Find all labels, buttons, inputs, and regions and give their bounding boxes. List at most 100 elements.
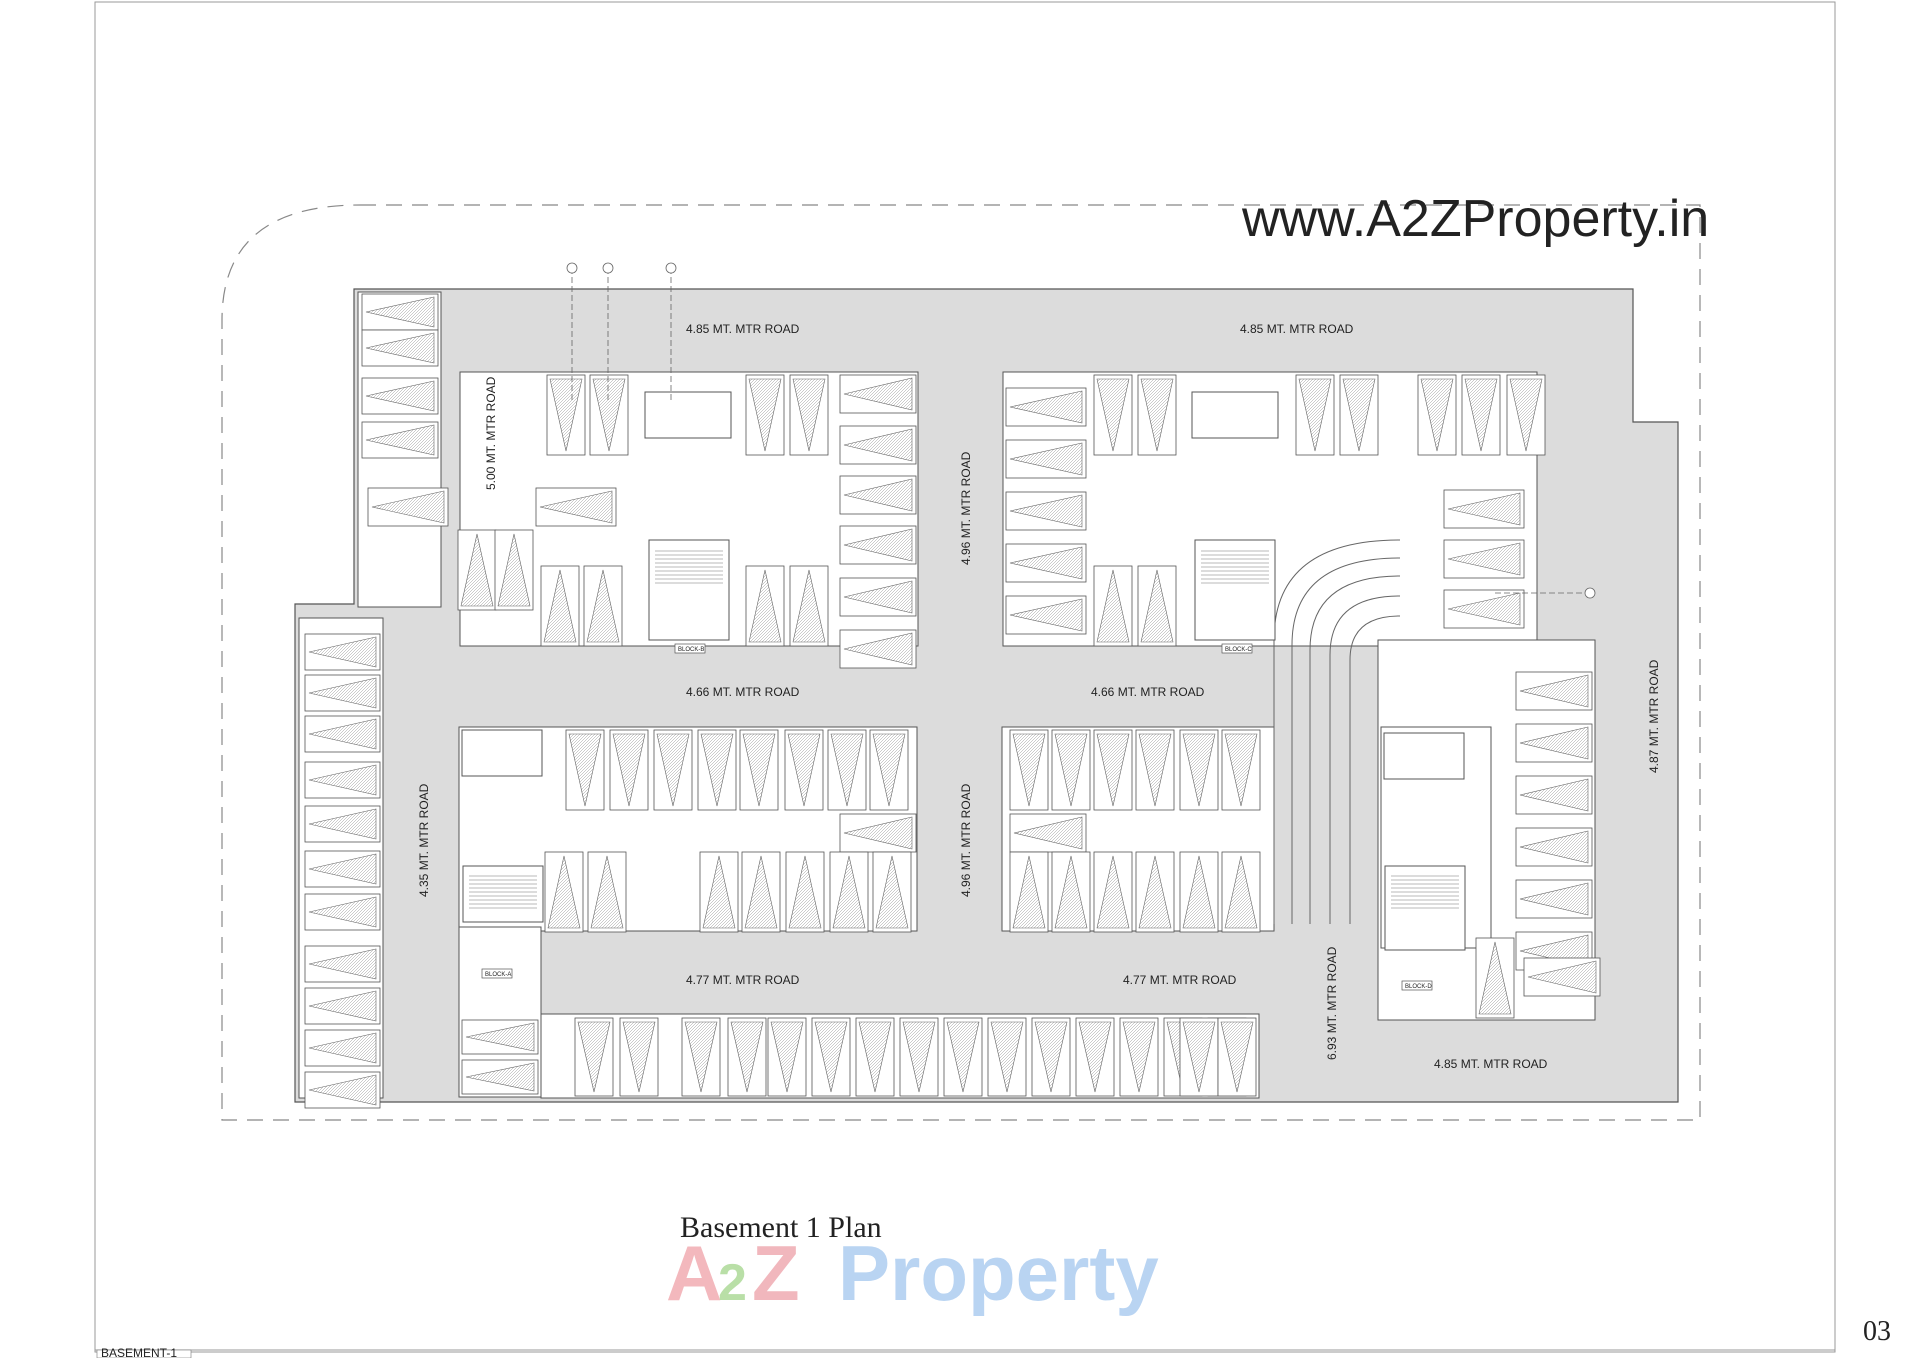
- stall-marking: [656, 733, 690, 807]
- stall-marking: [543, 569, 577, 643]
- stall-marking: [1420, 378, 1454, 452]
- stall-marking: [308, 1074, 377, 1106]
- stall-marking: [308, 853, 377, 885]
- stall-marking: [787, 733, 821, 807]
- stall-marking: [788, 855, 822, 929]
- road-label-bottom-left: 4.77 MT. MTR ROAD: [686, 973, 800, 987]
- site-boundary: [221, 204, 1701, 1121]
- stall-marking: [547, 855, 581, 929]
- stall-marking: [308, 990, 377, 1022]
- stall-marking: [1447, 542, 1521, 576]
- stall-marking: [612, 733, 646, 807]
- stall-marking: [465, 1062, 535, 1092]
- stall-marking: [770, 1021, 804, 1093]
- stall-marking: [1054, 855, 1088, 929]
- svg-text:BLOCK-D: BLOCK-D: [1405, 984, 1432, 990]
- stall-marking: [1182, 855, 1216, 929]
- stall-marking: [308, 677, 377, 709]
- stall-marking: [308, 1032, 377, 1064]
- stall-marking: [792, 378, 826, 452]
- svg-text:BLOCK-A: BLOCK-A: [485, 972, 511, 978]
- stall-marking: [308, 718, 377, 750]
- road-label-far-left-vertical: 4.35 MT. MTR ROAD: [417, 783, 431, 897]
- stall-marking: [792, 569, 826, 643]
- stall-marking: [1140, 378, 1174, 452]
- stairs: [469, 550, 1459, 909]
- block-tag-d: BLOCK-D: [1401, 980, 1433, 991]
- cores: [461, 391, 1466, 951]
- stall-marking: [1009, 494, 1083, 528]
- stall-marking: [539, 490, 613, 524]
- stall-marking: [1447, 492, 1521, 526]
- road-label-middle-left: 4.66 MT. MTR ROAD: [686, 685, 800, 699]
- stall-marking: [1096, 855, 1130, 929]
- stall-marking: [872, 733, 906, 807]
- stall-marking: [308, 636, 377, 668]
- stall-marking: [1078, 1021, 1112, 1093]
- stall-marking: [1096, 733, 1130, 807]
- stall-marking: [1122, 1021, 1156, 1093]
- stall-marking: [1012, 733, 1046, 807]
- stall-marking: [371, 490, 445, 524]
- stall-marking: [843, 377, 913, 411]
- stall-marking: [1519, 726, 1589, 760]
- stall-marking: [568, 733, 602, 807]
- stall-marking: [1182, 733, 1216, 807]
- stall-marking: [748, 569, 782, 643]
- stall-marking: [590, 855, 624, 929]
- stall-marking: [1009, 546, 1083, 580]
- stall-marking: [700, 733, 734, 807]
- stall-marking: [1298, 378, 1332, 452]
- plan-title: Basement 1 Plan: [680, 1211, 882, 1244]
- stall-marking: [549, 378, 583, 452]
- stall-marking: [748, 378, 782, 452]
- stall-marking: [1009, 598, 1083, 632]
- parking-stalls: [304, 293, 1601, 1109]
- stall-marking: [843, 580, 913, 614]
- stall-marking: [702, 855, 736, 929]
- stall-marking: [1519, 830, 1589, 864]
- stall-marking: [1519, 778, 1589, 812]
- stall-marking: [365, 380, 435, 412]
- stall-marking: [1009, 442, 1083, 476]
- block-tag-b: BLOCK-B: [674, 643, 706, 654]
- stall-marking: [832, 855, 866, 929]
- svg-text:2: 2: [718, 1254, 747, 1312]
- stall-marking: [843, 816, 913, 850]
- road-label-middle-right: 4.66 MT. MTR ROAD: [1091, 685, 1205, 699]
- stall-marking: [730, 1021, 764, 1093]
- stall-marking: [1182, 1021, 1216, 1093]
- stall-marking: [1447, 592, 1521, 626]
- block-tag-c: BLOCK-C: [1221, 643, 1253, 654]
- stall-marking: [843, 428, 913, 462]
- stall-marking: [843, 478, 913, 512]
- stall-marking: [465, 1022, 535, 1052]
- road-label-left-vertical: 5.00 MT. MTR ROAD: [484, 376, 498, 490]
- stall-marking: [308, 764, 377, 796]
- stall-marking: [1342, 378, 1376, 452]
- stall-marking: [1464, 378, 1498, 452]
- stall-marking: [1220, 1021, 1254, 1093]
- stall-marking: [1509, 378, 1543, 452]
- stall-marking: [1096, 569, 1130, 643]
- stall-marking: [1478, 941, 1512, 1015]
- stall-marking: [744, 855, 778, 929]
- road-label-top-right: 4.85 MT. MTR ROAD: [1240, 322, 1354, 336]
- stall-marking: [365, 424, 435, 456]
- stall-marking: [1519, 674, 1589, 708]
- stall-marking: [1519, 882, 1589, 916]
- stall-marking: [622, 1021, 656, 1093]
- watermark-url: www.A2ZProperty.in: [1241, 190, 1709, 248]
- svg-text:BLOCK-B: BLOCK-B: [678, 647, 704, 653]
- stall-marking: [830, 733, 864, 807]
- stall-marking: [365, 332, 435, 364]
- road-label-bottom-right: 4.85 MT. MTR ROAD: [1434, 1057, 1548, 1071]
- stall-marking: [1527, 960, 1597, 994]
- stall-marking: [1012, 855, 1046, 929]
- road-label-middle-vertical-upper: 4.96 MT. MTR ROAD: [959, 451, 973, 565]
- stall-marking: [1138, 855, 1172, 929]
- stall-marking: [843, 528, 913, 562]
- stall-marking: [592, 378, 626, 452]
- stall-marking: [1140, 569, 1174, 643]
